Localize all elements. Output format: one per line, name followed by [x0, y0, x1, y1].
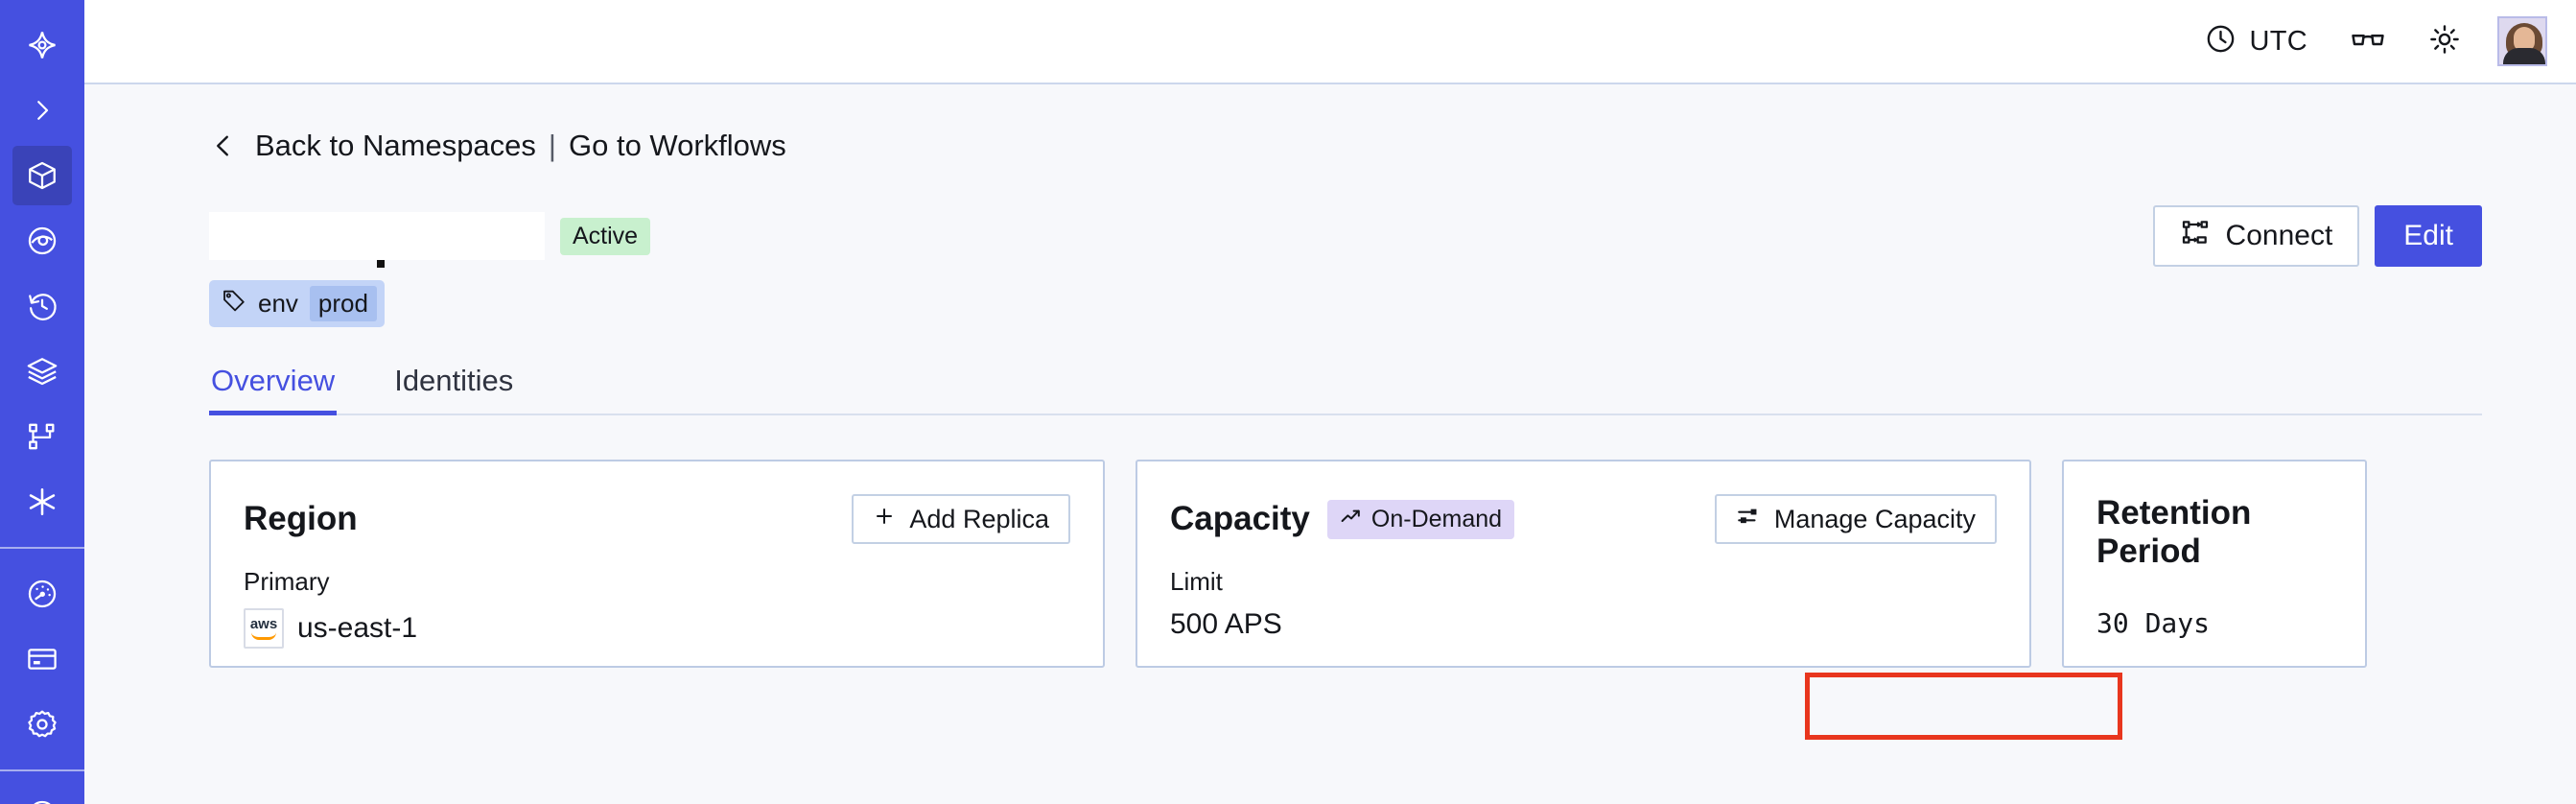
glasses-icon [2350, 21, 2386, 62]
content-inner: Back to Namespaces | Go to Workflows Act… [84, 129, 2576, 668]
capacity-value: 500 APS [1170, 608, 1282, 640]
plus-icon [873, 505, 896, 534]
on-demand-badge: On-Demand [1326, 499, 1515, 539]
tag-chip-env[interactable]: env prod [209, 280, 385, 327]
manage-capacity-button[interactable]: Manage Capacity [1714, 494, 1997, 544]
timezone-label: UTC [2249, 25, 2307, 57]
region-value-row: aws us-east-1 [244, 608, 1070, 649]
retention-card: Retention Period 30 Days [2062, 460, 2367, 668]
breadcrumb-separator: | [548, 129, 556, 162]
header-actions: Connect Edit [2152, 205, 2482, 267]
region-card-header: Region Add Replica [244, 494, 1070, 544]
tag-value: prod [309, 286, 377, 321]
sidebar-item-billing[interactable] [12, 629, 72, 689]
capacity-card-title: Capacity [1170, 500, 1310, 537]
avatar[interactable] [2497, 16, 2547, 66]
status-badge: Active [560, 217, 651, 255]
region-value: us-east-1 [297, 612, 418, 644]
content-area: Back to Namespaces | Go to Workflows Act… [84, 84, 2576, 804]
sidebar-divider-2 [0, 769, 84, 771]
sidebar-item-expand[interactable] [12, 81, 72, 140]
sidebar-item-nexus[interactable] [12, 472, 72, 532]
namespace-title-row: Active [209, 205, 2482, 268]
sidebar-item-workflows[interactable] [12, 407, 72, 466]
main-column: UTC [84, 0, 2576, 804]
retention-card-header: Retention Period [2096, 494, 2332, 571]
sidebar-item-settings[interactable] [12, 695, 72, 754]
breadcrumb: Back to Namespaces | Go to Workflows [209, 129, 2482, 163]
connect-button[interactable]: Connect [2152, 205, 2360, 267]
sidebar-item-help[interactable] [12, 785, 72, 804]
sidebar-item-layers[interactable] [12, 342, 72, 401]
overview-cards: Region Add Replica [209, 460, 2482, 668]
on-demand-badge-label: On-Demand [1370, 505, 1503, 532]
sidebar-item-logo[interactable] [12, 15, 72, 75]
trending-up-icon [1340, 505, 1363, 534]
go-to-workflows-link[interactable]: Go to Workflows [568, 129, 786, 162]
layers-icon [26, 355, 59, 388]
tag-icon [222, 288, 246, 319]
theme-toggle[interactable] [2407, 14, 2482, 68]
manage-capacity-label: Manage Capacity [1773, 504, 1976, 533]
avatar-face [2514, 27, 2535, 52]
capacity-sublabel: Limit [1170, 567, 1223, 596]
aws-logo-text: aws [249, 616, 278, 632]
chevron-left-icon[interactable] [209, 130, 238, 162]
clock-rewind-icon [26, 290, 59, 322]
topbar: UTC [84, 0, 2576, 84]
tag-key: env [258, 289, 298, 318]
connect-icon [2180, 217, 2211, 255]
temporal-logo-icon [26, 29, 59, 61]
page-title [209, 212, 545, 268]
sidebar-item-schedules[interactable] [12, 276, 72, 336]
sidebar-item-namespaces[interactable] [12, 146, 72, 205]
chevron-right-icon [28, 96, 57, 125]
tab-overview[interactable]: Overview [209, 364, 338, 415]
tab-bar: Overview Identities [209, 364, 2482, 415]
help-circle-icon [26, 798, 59, 804]
region-sublabel: Primary [244, 567, 330, 596]
sidebar-item-usage[interactable] [12, 564, 72, 624]
sidebar [0, 0, 84, 804]
avatar-body [2503, 48, 2545, 64]
retention-value: 30 Days [2096, 607, 2211, 639]
sliders-icon [1736, 504, 1761, 535]
git-branch-icon [26, 420, 59, 453]
aws-logo-smile [251, 632, 276, 640]
aws-logo-icon: aws [244, 608, 284, 649]
connect-button-label: Connect [2225, 220, 2333, 251]
namespace-tags: env prod [209, 280, 2482, 327]
region-card: Region Add Replica [209, 460, 1105, 668]
clock-icon [2205, 23, 2236, 59]
readability-toggle[interactable] [2329, 14, 2407, 68]
topbar-actions: UTC [2184, 14, 2547, 68]
retention-card-title: Retention Period [2096, 494, 2252, 570]
tab-identities[interactable]: Identities [394, 364, 514, 397]
capacity-card: Capacity On-Demand [1136, 460, 2031, 668]
back-to-namespaces-link[interactable]: Back to Namespaces [255, 129, 536, 162]
timezone-selector[interactable]: UTC [2184, 14, 2329, 68]
add-replica-label: Add Replica [909, 504, 1049, 533]
credit-card-icon [26, 643, 59, 675]
manage-capacity-highlight [1805, 673, 2122, 740]
gauge-icon [26, 578, 59, 610]
sun-icon [2428, 23, 2461, 60]
gear-icon [26, 708, 59, 741]
region-card-title: Region [244, 500, 358, 537]
edit-button[interactable]: Edit [2375, 205, 2482, 267]
sidebar-item-observability[interactable] [12, 211, 72, 271]
capacity-card-header: Capacity On-Demand [1170, 494, 1997, 544]
eye-icon [26, 225, 59, 257]
asterisk-icon [26, 485, 59, 518]
add-replica-button[interactable]: Add Replica [852, 494, 1070, 544]
cube-icon [26, 159, 59, 192]
sidebar-divider-1 [0, 547, 84, 549]
